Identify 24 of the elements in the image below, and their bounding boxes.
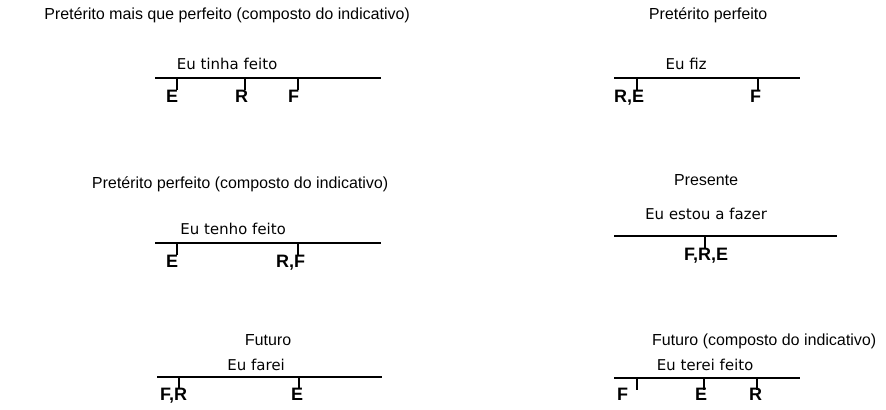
example-sentence: Eu terei feito	[656, 357, 754, 374]
time-point-label: F	[617, 385, 628, 405]
time-point-label: E	[166, 87, 178, 107]
time-point-label: E	[166, 252, 178, 272]
tense-heading: Pretérito perfeito (composto do indicativo)	[92, 175, 388, 193]
time-point-label: R,F	[276, 252, 305, 272]
time-point-label: R,E	[614, 87, 644, 107]
example-sentence: Eu tinha feito	[176, 56, 278, 72]
time-point-label: F,R,E	[684, 245, 728, 265]
example-sentence: Eu farei	[227, 357, 285, 374]
tense-heading: Futuro (composto do indicativo)	[652, 332, 876, 350]
tense-heading: Pretérito mais que perfeito (composto do indicativo)	[44, 6, 410, 24]
time-point-label: F,R	[160, 385, 187, 405]
example-sentence: Eu estou a fazer	[645, 206, 767, 222]
time-point-label: R	[235, 87, 248, 107]
example-sentence: Eu tenho feito	[180, 221, 286, 238]
tense-heading: Pretérito perfeito	[648, 6, 768, 24]
time-point-label: E	[291, 385, 304, 405]
time-point-label: F	[288, 87, 299, 107]
tense-heading: Presente	[674, 172, 738, 190]
example-sentence: Eu fiz	[665, 56, 707, 72]
time-point-label: R	[749, 385, 762, 405]
time-point-label: F	[750, 87, 761, 107]
tense-heading: Futuro	[244, 332, 292, 350]
